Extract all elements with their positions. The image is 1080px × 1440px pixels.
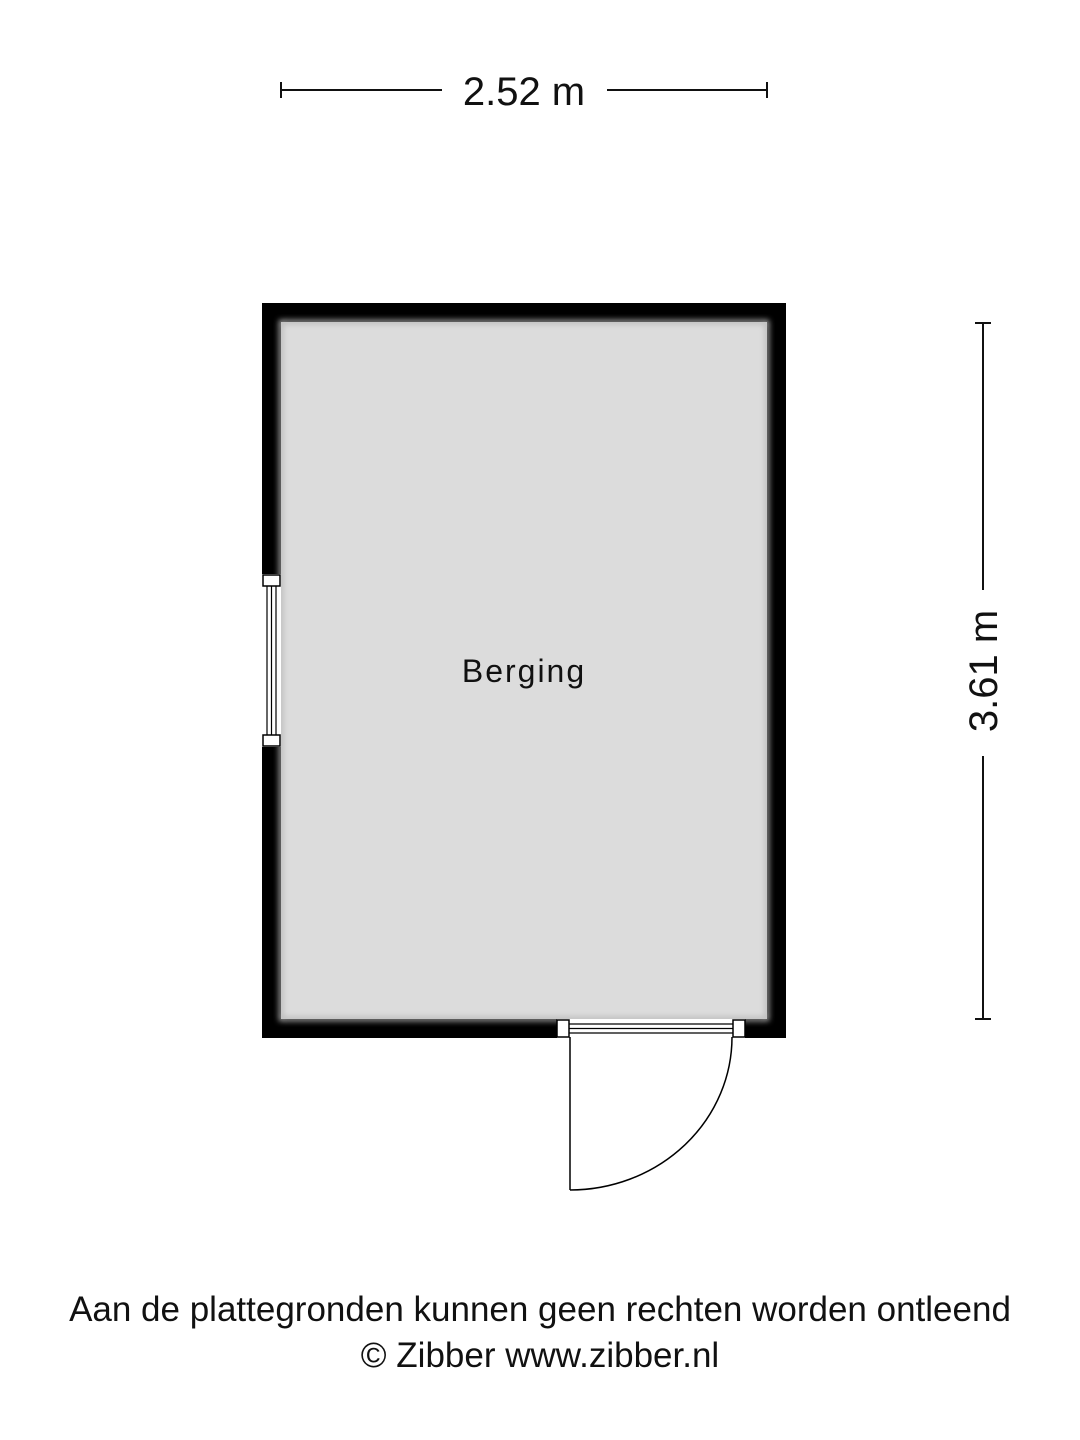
floor-area — [281, 322, 767, 1019]
door — [556, 1019, 746, 1191]
height-dimension: 3.61 m — [962, 322, 1006, 1020]
door-swing-arc — [569, 1036, 733, 1191]
room-label: Berging — [462, 653, 586, 689]
width-dimension: 2.52 m — [280, 70, 768, 114]
height-dimension-label: 3.61 m — [962, 610, 1006, 732]
room-berging: Berging — [262, 303, 786, 1191]
window — [262, 574, 281, 747]
disclaimer-text: Aan de plattegronden kunnen geen rechten… — [69, 1290, 1011, 1329]
copyright-text: © Zibber www.zibber.nl — [360, 1336, 720, 1375]
width-dimension-label: 2.52 m — [463, 70, 585, 114]
